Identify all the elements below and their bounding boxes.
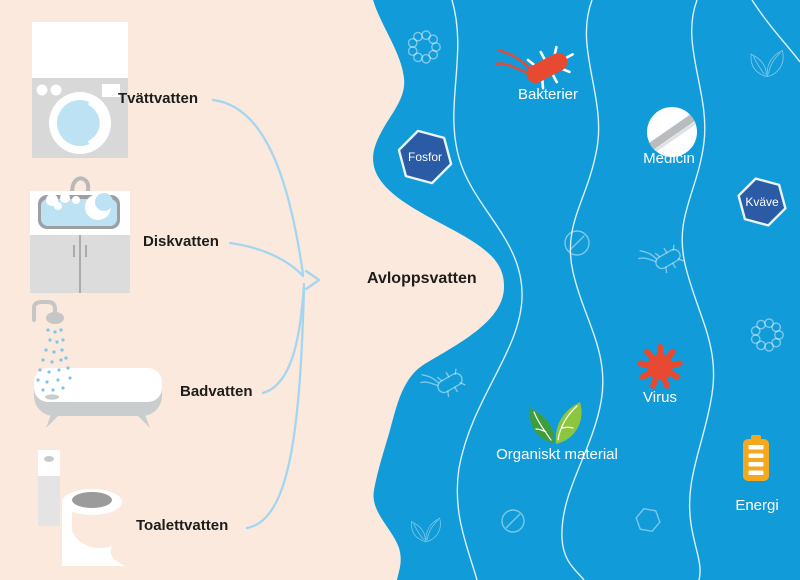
kvave-badge-label: Kväve (745, 195, 779, 209)
virus-outline-icon (407, 30, 441, 64)
label-avloppsvatten: Avloppsvatten (367, 270, 477, 287)
leaves-outline-icon (411, 517, 441, 543)
kvave-badge: Kväve (736, 176, 788, 228)
label-organiskt-material: Organiskt material (496, 446, 618, 463)
virus-icon (637, 344, 683, 389)
pill-outline-icon (564, 230, 590, 256)
virus-outline-icon (750, 318, 784, 352)
arrow-diskvatten (228, 241, 305, 278)
label-badvatten: Badvatten (180, 383, 253, 400)
wave-line (561, 0, 604, 580)
pill-outline-icon (501, 509, 525, 533)
wave-lines (451, 0, 800, 580)
label-energi: Energi (735, 497, 779, 514)
bathtub-icon (32, 300, 162, 428)
label-bakterier: Bakterier (517, 86, 579, 103)
leaves-outline-icon (750, 49, 784, 78)
hexagon-badge-icon (397, 129, 453, 185)
label-toalettvatten: Toalettvatten (136, 517, 229, 534)
bacteria-outline-icon (420, 368, 466, 398)
kitchen-sink-icon (30, 176, 130, 293)
water-droplets (36, 328, 72, 392)
label-medicin: Medicin (643, 150, 695, 167)
arrow-toalettvatten (245, 286, 306, 530)
flow-arrows (211, 98, 321, 530)
fosfor-badge-label: Fosfor (407, 150, 442, 164)
hexagon-outline-icon (635, 507, 661, 533)
arrowhead-icon (304, 269, 321, 291)
label-diskvatten: Diskvatten (143, 233, 219, 250)
label-virus: Virus (643, 389, 677, 406)
bacteria-outline-icon (638, 244, 684, 274)
wave-line (751, 0, 800, 63)
background-outline-icons (407, 30, 784, 543)
wave-line (681, 0, 715, 580)
fosfor-badge: Fosfor (396, 128, 454, 186)
wave-line (451, 0, 523, 580)
leaves-icon (529, 402, 582, 444)
bacteria-icon (495, 45, 574, 90)
pill-icon (647, 107, 697, 157)
hexagon-badge-icon (737, 177, 787, 227)
label-tvattvatten: Tvättvatten (118, 90, 199, 107)
toilet-icon (38, 450, 126, 566)
arrow-tvattvatten (211, 98, 305, 276)
washing-machine-icon (32, 22, 128, 158)
battery-icon (743, 435, 769, 481)
